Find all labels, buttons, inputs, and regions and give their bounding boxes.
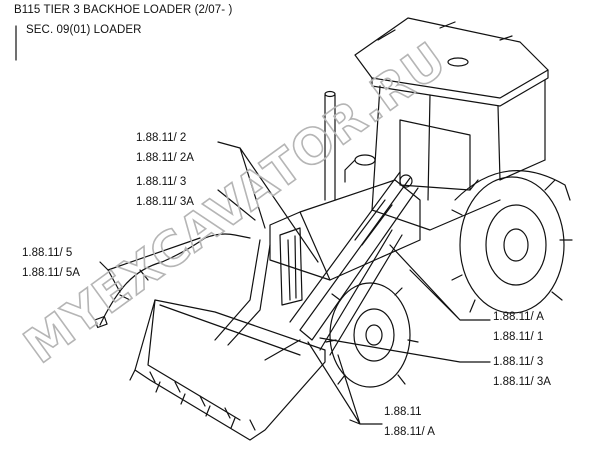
front-wheel bbox=[325, 282, 419, 388]
callout-2[interactable]: 1.88.11/ 3 1.88.11/ 3A bbox=[136, 172, 194, 212]
callout-line: 1.88.11/ A bbox=[384, 426, 435, 438]
loader-arm bbox=[289, 171, 419, 341]
engine-hood bbox=[269, 179, 421, 281]
callout-line: 1.88.11/ 5A bbox=[22, 267, 80, 279]
cab-roof bbox=[354, 17, 549, 99]
callout-1[interactable]: 1.88.11/ 2 1.88.11/ 2A bbox=[136, 128, 194, 168]
callout-4[interactable]: 1.88.11/ A 1.88.11/ 1 bbox=[493, 307, 544, 347]
header-title: B115 TIER 3 BACKHOE LOADER (2/07- ) bbox=[14, 4, 233, 16]
callout-line: 1.88.11/ 2 bbox=[136, 132, 187, 144]
exhaust-stack bbox=[324, 94, 336, 201]
cab-body bbox=[371, 79, 546, 211]
rear-wheel bbox=[451, 176, 573, 314]
callout-line: 1.88.11 bbox=[384, 406, 422, 418]
wiring-harness bbox=[99, 233, 251, 326]
callout-5[interactable]: 1.88.11/ 3 1.88.11/ 3A bbox=[493, 352, 551, 392]
callout-line: 1.88.11/ 1 bbox=[493, 331, 544, 343]
header-section: SEC. 09(01) LOADER bbox=[26, 24, 142, 36]
callout-line: 1.88.11/ 3A bbox=[136, 196, 194, 208]
loader-bucket bbox=[129, 299, 326, 441]
callout-line: 1.88.11/ 3 bbox=[493, 356, 544, 368]
callout-line: 1.88.11/ 3A bbox=[493, 376, 551, 388]
callout-line: 1.88.11/ A bbox=[493, 311, 544, 323]
callout-line: 1.88.11/ 3 bbox=[136, 176, 187, 188]
callout-line: 1.88.11/ 5 bbox=[22, 247, 73, 259]
callout-3[interactable]: 1.88.11/ 5 1.88.11/ 5A bbox=[22, 243, 80, 283]
leader-lines bbox=[99, 141, 491, 425]
callout-6[interactable]: 1.88.11 1.88.11/ A bbox=[384, 402, 435, 442]
hydraulic-cylinder bbox=[264, 229, 403, 361]
callout-line: 1.88.11/ 2A bbox=[136, 152, 194, 164]
